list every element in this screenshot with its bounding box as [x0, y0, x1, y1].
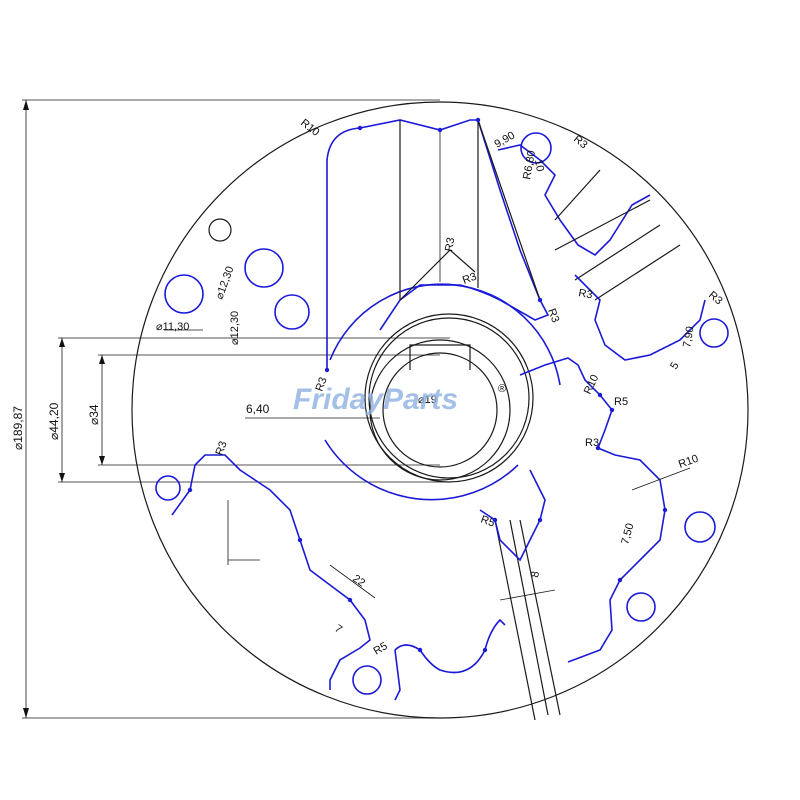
hub-arc-blue-upper: [329, 283, 561, 386]
dim-22-label: 22: [350, 573, 367, 590]
hole-left-b: [244, 248, 284, 288]
r10-top-label: R10: [298, 117, 321, 139]
hole-right-bottom: [626, 592, 656, 622]
r5-bottom-label: R5: [372, 640, 390, 657]
hole-left-lower: [155, 475, 181, 501]
r3-upper-right-label: R3: [571, 133, 589, 151]
hub-offset-dimension: 6,40: [245, 402, 380, 419]
right-profile: [519, 357, 666, 663]
bottom-scoop: [394, 618, 506, 674]
dim-10-label: 10: [532, 158, 546, 172]
r3-mid-right-label: R3: [706, 289, 724, 307]
dim-5-label: 5: [668, 360, 681, 371]
dim-7-50-label: 7,50: [619, 522, 636, 546]
r3-right-a-label: R3: [577, 287, 593, 301]
outer-diameter-label: ⌀189,87: [11, 406, 25, 450]
hole-upper-left-small: [208, 218, 232, 242]
r10-right-b-label: R10: [677, 453, 700, 471]
r3-lower-left-label: R3: [585, 437, 599, 449]
dim-7-90-label: 7,90: [681, 325, 697, 348]
watermark-logo: FridayParts ®: [293, 383, 506, 416]
bore-34-label: ⌀34: [87, 404, 101, 425]
hub-mid-circle: [368, 317, 530, 479]
bore-44-label: ⌀44,20: [47, 402, 61, 440]
hole-bottom-left: [352, 665, 382, 695]
construction-points: [187, 117, 668, 653]
hub-inner-circle: [382, 352, 498, 468]
hub-inner-circle-2: [369, 339, 511, 481]
r3-channel-label: R3: [443, 237, 457, 253]
hole-right-upper: [699, 318, 729, 348]
dim-8-label: 8: [529, 570, 542, 578]
hole-left-c: [274, 294, 310, 330]
r5-right-label: R5: [614, 396, 628, 408]
dim-r6-80-label: R6,80: [521, 150, 538, 181]
outer-diameter-dimension: ⌀189,87: [11, 99, 440, 719]
watermark-registered: ®: [498, 383, 506, 395]
hub-offset-label: 6,40: [246, 402, 270, 416]
hole-left-a: [164, 274, 204, 314]
bore-34-dimension: ⌀34: [87, 354, 440, 466]
r5-center-label: R5: [479, 514, 496, 530]
r3-channel-b-label: R3: [461, 271, 478, 287]
dim-7-label: 7: [332, 623, 344, 636]
watermark-text: FridayParts: [293, 383, 458, 416]
upper-right-slot: [497, 144, 651, 257]
top-channel-outline: [326, 119, 550, 370]
hole-top-right: [520, 132, 552, 164]
center-hole-label: ⌀19: [418, 394, 437, 406]
r3-right-b-label: R3: [545, 307, 561, 324]
r3-left-label: R3: [314, 376, 330, 393]
right-channel: [574, 274, 706, 361]
hub-outer-circle: [364, 313, 534, 483]
hole-12-30-a-label: ⌀12,30: [214, 265, 237, 301]
hole-right-lower: [684, 511, 716, 543]
hole-12-30-b-label: ⌀12,30: [229, 311, 241, 345]
dim-9-90-label: 9,90: [493, 129, 518, 150]
key-slot: [409, 344, 471, 370]
hub-arc-blue: [324, 439, 519, 501]
r3-bottom-label: R3: [214, 440, 230, 457]
span-11-30-label: ⌀11,30: [156, 321, 189, 333]
bore-44-dimension: ⌀44,20: [47, 337, 450, 483]
